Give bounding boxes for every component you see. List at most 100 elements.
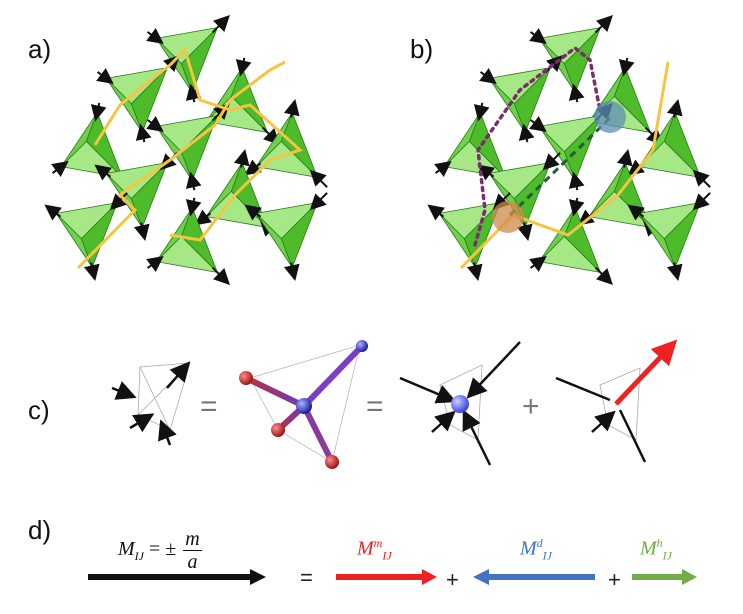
blue-charge-sphere	[451, 395, 469, 413]
spin-arrow	[185, 171, 202, 191]
term-label-harmonic: MhIJ	[640, 536, 672, 564]
equals-sign-2: =	[366, 390, 384, 423]
red-sphere	[239, 371, 253, 385]
tetra-face-dark	[563, 206, 601, 273]
spin-arrow	[146, 28, 164, 45]
tetra-face-dark	[280, 111, 318, 178]
spin-arrow	[185, 197, 202, 217]
spin-arrow	[44, 204, 62, 221]
spin-arrow	[568, 197, 585, 217]
spin-arrow	[479, 68, 497, 85]
spin-arrow	[244, 204, 262, 221]
spin-arrow	[594, 266, 613, 285]
term-symbol: M	[520, 537, 537, 560]
spin-arrow	[133, 222, 150, 242]
spin-arrow	[516, 222, 533, 242]
moment-formula: MIJ = ± m a	[118, 528, 202, 573]
term-sup: h	[656, 536, 663, 550]
spin-arrow	[627, 204, 645, 221]
tetra-net-moment	[555, 339, 678, 463]
spin-arrow	[235, 57, 252, 77]
spin-arrow	[309, 169, 328, 188]
fraction: m a	[183, 528, 202, 573]
tetra-face-dark	[180, 27, 218, 94]
spin-arrow	[434, 160, 452, 177]
pyrochlore-lattice-b	[427, 15, 711, 285]
term-label-dipole: MdIJ	[520, 536, 552, 564]
spin-arrow	[146, 255, 164, 272]
spin-arrow	[692, 169, 711, 188]
spin-arrow	[477, 164, 495, 181]
spin-arrow	[427, 204, 445, 221]
panel-label-c: c)	[28, 395, 50, 425]
spin-arrow	[185, 83, 202, 103]
spin-arrow	[568, 83, 585, 103]
tetra-face-dark	[280, 202, 318, 269]
tetra-face-dark	[230, 66, 268, 133]
spin-arrow	[135, 123, 152, 143]
blue-sphere	[356, 340, 368, 352]
spin-arrow	[473, 102, 490, 122]
spin-arrow	[51, 160, 69, 177]
spin-arrow	[529, 116, 547, 133]
moment-symbol: M	[118, 538, 135, 561]
spin-arrow	[309, 192, 328, 211]
spin-arrow	[83, 262, 100, 282]
spin-arrow	[594, 15, 613, 34]
spin-arrow	[692, 192, 711, 211]
spin-arrow	[109, 192, 128, 211]
monopole-blue-marker	[594, 101, 626, 133]
panel-label-a: a)	[28, 34, 52, 64]
spin-arrow	[542, 152, 561, 171]
spin-arrow	[283, 262, 300, 282]
loop-path	[76, 60, 286, 270]
red-sphere	[271, 423, 285, 437]
spin-arrow	[233, 148, 250, 168]
spin-arrow	[666, 98, 683, 118]
spin-arrow	[518, 123, 535, 143]
spin-arrow	[568, 171, 585, 191]
spin-arrow	[618, 57, 635, 77]
pyrochlore-lattice-a	[44, 15, 328, 285]
spin-arrow	[211, 15, 230, 34]
moment-rhs: = ±	[149, 538, 177, 561]
spin-arrow	[283, 98, 300, 118]
spin-arrow	[194, 209, 212, 226]
red-sphere	[325, 455, 339, 469]
term-symbol: M	[357, 537, 374, 560]
spin-arrow	[244, 159, 262, 176]
tetra-face-dark	[563, 115, 601, 182]
spin-arrow	[146, 116, 164, 133]
term-sup: m	[373, 536, 383, 550]
spin-arrow	[529, 255, 547, 272]
tetra-face-dark	[80, 202, 118, 269]
spin-arrow	[616, 148, 633, 168]
moment-subscript: IJ	[134, 549, 144, 564]
plus-sign-c: +	[522, 390, 540, 423]
tetra-charge	[399, 341, 521, 466]
spin-arrow	[94, 164, 112, 181]
tetra-face-dark	[85, 111, 123, 178]
monopole-path-overlay	[473, 45, 626, 247]
panel-label-b: b)	[410, 34, 434, 64]
spin-arrow	[666, 262, 683, 282]
spin-arrow	[96, 68, 114, 85]
term-sub: IJ	[662, 548, 672, 563]
panel-d-arrows	[88, 569, 697, 585]
tetra-face-dark	[468, 111, 506, 178]
plus-sign-d-1: +	[446, 567, 459, 592]
panel-c	[111, 339, 678, 469]
tetra-face-dark	[513, 67, 551, 134]
spin-arrow	[211, 266, 230, 285]
tetra-face-dark	[663, 111, 701, 178]
equals-sign-1: =	[200, 390, 218, 423]
term-sub: IJ	[542, 548, 552, 563]
tetra-face-dark	[130, 67, 168, 134]
blue-sphere-center	[296, 398, 312, 414]
tetra-face-dark	[130, 162, 168, 229]
monopole-orange-marker	[492, 201, 524, 233]
fraction-denominator: a	[187, 551, 198, 573]
loop-path	[93, 47, 303, 242]
spin-arrow	[90, 102, 107, 122]
